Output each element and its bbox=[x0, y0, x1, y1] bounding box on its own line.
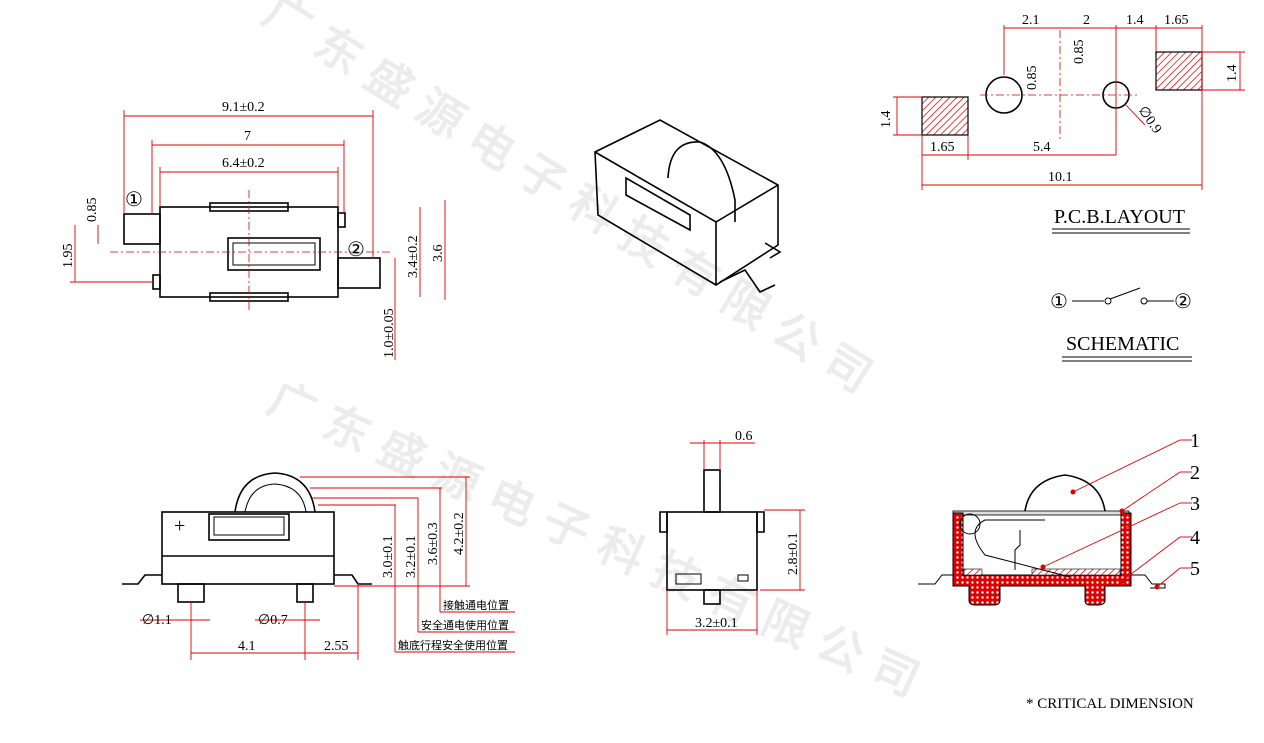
dim-pin-offset: 1.95 bbox=[61, 244, 76, 269]
dim-h4: 4.2±0.2 bbox=[452, 512, 467, 555]
dim-post-edge: 2.55 bbox=[324, 639, 349, 654]
dim-pin-span: 7 bbox=[244, 129, 251, 144]
dim-h3: 3.6±0.3 bbox=[426, 522, 441, 565]
note-bottom-stroke: 触底行程安全使用位置 bbox=[398, 638, 508, 652]
front-view: + ∅1.1 ∅0.7 4.1 2.55 3.0±0.1 3.2±0.1 3.6… bbox=[122, 472, 515, 660]
pcb-dim-pad-h-left: 1.4 bbox=[879, 111, 894, 129]
dim-actuator-width: 0.6 bbox=[735, 429, 753, 444]
dim-side-width: 3.2±0.1 bbox=[695, 616, 738, 631]
pcb-dim-hole-offset-left: 0.85 bbox=[1025, 66, 1040, 91]
note-contact-position: 接触通电位置 bbox=[443, 598, 509, 612]
pcb-dim-d2: 2 bbox=[1083, 13, 1090, 28]
watermark: 广东盛源电子科技有限公司 bbox=[261, 371, 941, 713]
dim-body-length: 6.4±0.2 bbox=[222, 156, 265, 171]
dim-side-height: 2.8±0.1 bbox=[786, 532, 801, 575]
callout-leaders bbox=[1040, 439, 1192, 590]
top-view: 9.1±0.2 7 6.4±0.2 0.85 1.95 3.4±0.2 3.6 … bbox=[61, 100, 446, 360]
dim-overall-width: 3.6 bbox=[431, 245, 446, 263]
section-view: 1 2 3 4 5 bbox=[918, 430, 1200, 606]
callout-2: 2 bbox=[1190, 462, 1200, 484]
pcb-dim-pad-w-left: 1.65 bbox=[930, 140, 955, 155]
polarity-plus: + bbox=[174, 515, 185, 537]
dim-pin-width: 0.85 bbox=[85, 198, 100, 223]
dim-pin-length: 1.0±0.05 bbox=[382, 308, 397, 358]
watermark: 广东盛源电子科技有限公司 bbox=[254, 0, 893, 411]
pcb-dim-pad-h-right: 1.4 bbox=[1225, 65, 1240, 83]
pcb-dim-hole-dia: ∅0.9 bbox=[1135, 104, 1164, 137]
pin1-marker: ① bbox=[125, 189, 143, 211]
pcb-dim-d1: 2.1 bbox=[1022, 13, 1040, 28]
dim-h1: 3.0±0.1 bbox=[381, 535, 396, 578]
pcb-layout: 2.1 2 1.4 1.65 0.85 0.85 1.4 1.4 1.65 5.… bbox=[879, 13, 1245, 234]
dim-overall-length: 9.1±0.2 bbox=[222, 100, 265, 115]
side-view: 0.6 2.8±0.1 3.2±0.1 bbox=[659, 429, 805, 635]
isometric-view bbox=[594, 119, 782, 294]
dim-body-width: 3.4±0.2 bbox=[406, 235, 421, 278]
note-safe-position: 安全通电使用位置 bbox=[421, 618, 509, 632]
pcb-dim-hole-offset-right: 0.85 bbox=[1072, 40, 1087, 65]
pin2-marker: ② bbox=[347, 239, 365, 261]
callout-1: 1 bbox=[1190, 430, 1200, 452]
pcb-dim-d4: 1.65 bbox=[1164, 13, 1189, 28]
dim-post-span: 4.1 bbox=[238, 639, 256, 654]
pcb-layout-title: P.C.B.LAYOUT bbox=[1054, 206, 1185, 228]
schematic-pin2: ② bbox=[1174, 291, 1192, 313]
pcb-dim-total: 10.1 bbox=[1048, 170, 1073, 185]
dim-h2: 3.2±0.1 bbox=[404, 535, 419, 578]
dim-post-big: ∅1.1 bbox=[142, 613, 172, 628]
critical-dimension-note: * CRITICAL DIMENSION bbox=[1026, 696, 1194, 712]
pcb-dim-d3: 1.4 bbox=[1126, 13, 1144, 28]
pcb-dim-pad-center: 5.4 bbox=[1033, 140, 1051, 155]
schematic: ① ② SCHEMATIC bbox=[1050, 287, 1192, 362]
callout-4: 4 bbox=[1190, 527, 1200, 549]
schematic-title: SCHEMATIC bbox=[1066, 333, 1179, 355]
schematic-pin1: ① bbox=[1050, 291, 1068, 313]
callout-3: 3 bbox=[1190, 493, 1200, 515]
dim-post-small: ∅0.7 bbox=[258, 613, 288, 628]
callout-5: 5 bbox=[1190, 558, 1200, 580]
